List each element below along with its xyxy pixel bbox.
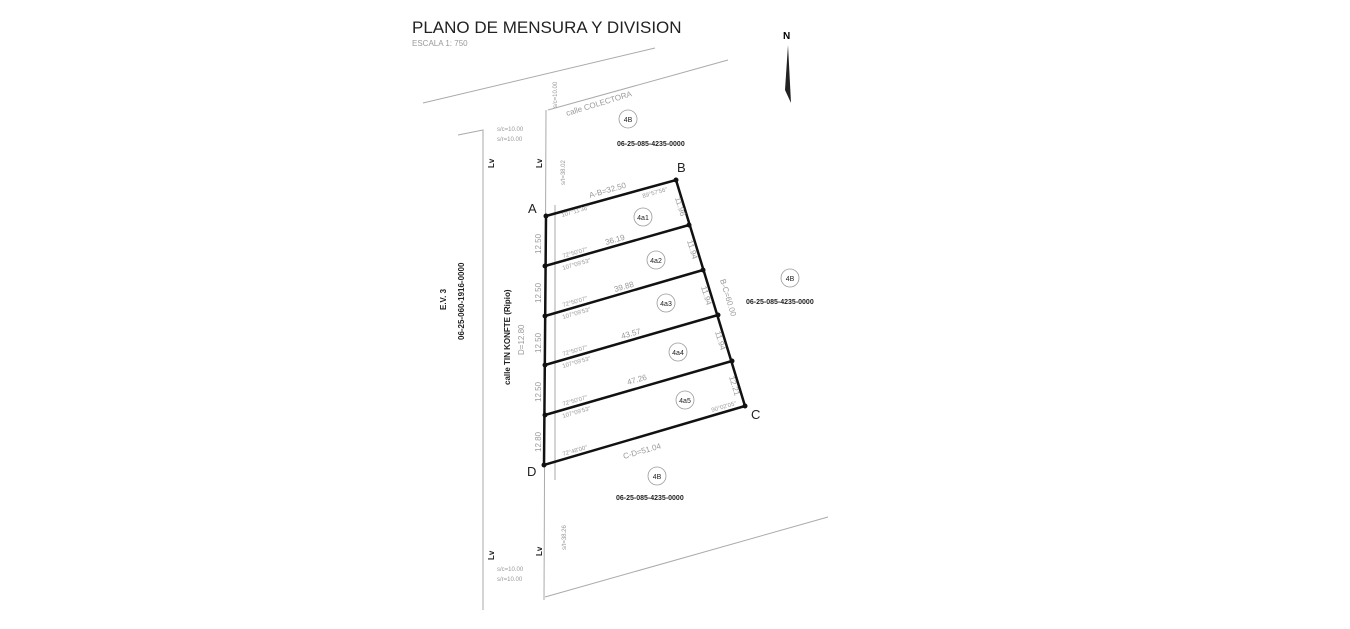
north-arrow-icon: N: [783, 31, 791, 103]
sv-top-1: s/c=10.00: [497, 127, 524, 133]
offset-top: s/c=10.00: [553, 81, 559, 108]
sv-bottom-1: s/c=10.00: [497, 567, 524, 573]
svg-text:4a2: 4a2: [650, 258, 662, 265]
dim-left: 12.50: [534, 381, 543, 402]
lot-4a2: 4a2: [646, 250, 666, 270]
svg-text:4B: 4B: [786, 276, 795, 283]
dim-right: 11.96: [673, 196, 687, 218]
svg-text:4B: 4B: [624, 117, 633, 124]
lot-4a4: 4a4: [668, 342, 688, 362]
lv-label: Lv: [487, 158, 496, 168]
lot-4a5: 4a5: [675, 390, 695, 410]
neighbor-bottom: 4B 06-25-085-4235-0000: [616, 466, 684, 502]
svg-text:06-25-085-4235-0000: 06-25-085-4235-0000: [746, 299, 814, 306]
dim-right: 11.94: [699, 285, 713, 307]
svg-text:4a1: 4a1: [637, 215, 649, 222]
plan-title: PLANO DE MENSURA Y DIVISION: [412, 18, 682, 37]
lv-label: Lv: [487, 550, 496, 560]
dim-left: 12.50: [534, 233, 543, 254]
dim-left: 12.50: [534, 282, 543, 303]
svg-text:4a5: 4a5: [679, 398, 691, 405]
lv-label: Lv: [535, 546, 544, 556]
vertex-b: B: [677, 160, 686, 175]
vertex-d: D: [527, 464, 536, 479]
street-left-label: calle TIN KONFTE (Ripio): [503, 289, 512, 385]
dim-right: 12.21: [727, 375, 742, 397]
lot-4a1: 4a1: [633, 207, 653, 227]
svg-text:06-25-085-4235-0000: 06-25-085-4235-0000: [616, 495, 684, 502]
svg-text:4B: 4B: [653, 474, 662, 481]
street-lines: [422, 47, 829, 610]
ev-parcel: 06-25-060-1916-0000: [457, 262, 466, 340]
vertex-markers: [541, 177, 748, 468]
offset-bottom: s/t=38.26: [562, 524, 568, 550]
dim-lot-line: 47.26: [626, 373, 648, 387]
svg-text:N: N: [783, 31, 790, 42]
ev-label: E.V. 3: [439, 288, 448, 310]
lot-4a3: 4a3: [656, 293, 676, 313]
svg-text:4a4: 4a4: [672, 350, 684, 357]
offset-mid: s/t=38.02: [561, 159, 567, 185]
sv-top-2: s/r=10.00: [497, 137, 523, 143]
dim-right: 11.94: [713, 330, 727, 352]
dim-left: 12.80: [534, 431, 543, 452]
street-left-width: D=12.80: [517, 324, 526, 355]
dim-bc: B-C=60.00: [718, 278, 738, 318]
sv-bottom-2: s/r=10.00: [497, 577, 523, 583]
dim-cd: C-D=51.04: [622, 441, 662, 461]
vertex-a: A: [528, 201, 537, 216]
dim-left: 12.50: [534, 332, 543, 353]
vertex-c: C: [751, 407, 760, 422]
neighbor-right: 4B 06-25-085-4235-0000: [746, 268, 814, 306]
svg-text:4a3: 4a3: [660, 301, 672, 308]
neighbor-top: 4B 06-25-085-4235-0000: [617, 109, 685, 148]
svg-text:06-25-085-4235-0000: 06-25-085-4235-0000: [617, 141, 685, 148]
dim-right: 11.94: [685, 239, 699, 261]
dim-ab: A-B=32.50: [588, 181, 628, 200]
scale-label: ESCALA 1: 750: [412, 39, 468, 48]
lv-label: Lv: [535, 158, 544, 168]
